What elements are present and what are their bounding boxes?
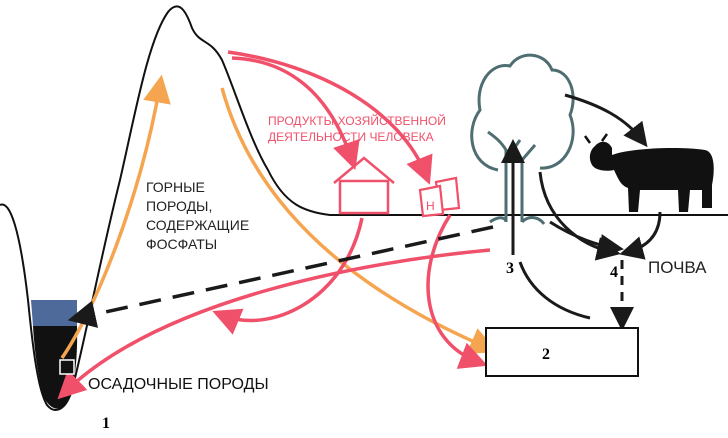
sediment-small-box [59,359,75,375]
tree-icon [470,53,575,225]
arrow-mountain-to-bag [227,50,433,185]
human-label-line2: ДЕЯТЕЛЬНОСТИ ЧЕЛОВЕКА [268,130,434,144]
mountain-outline [0,5,728,411]
bag-letter: Н [426,199,435,213]
arrow-sediment-to-mountain [60,74,171,359]
number-2: 2 [542,346,550,363]
human-activity-label: ПРОДУКТЫ ХОЗЯЙСТВЕННОЙ ДЕЯТЕЛЬНОСТИ ЧЕЛО… [268,113,446,144]
rocks-label-line2: ПОРОДЫ, [146,198,212,214]
box-2 [485,327,639,377]
cow-icon [583,133,714,212]
arrow-cow-to-soil [619,211,662,260]
arrow-bag-to-box2 [426,214,488,369]
arrow-soil-to-soil-right [549,220,624,258]
number-4: 4 [610,264,618,281]
arrow-mountain-to-box2 [220,87,498,354]
sea-water [31,300,77,326]
sediment-label: ОСАДОЧНЫЕ ПОРОДЫ [88,376,269,393]
arrow-tree-to-cow [564,93,648,148]
house-icon [333,156,395,215]
fertilizer-bags-icon [418,176,461,218]
arrow-soil-to-sediment [57,248,491,400]
rocks-label-line4: ФОСФАТЫ [146,236,217,252]
rocks-label: ГОРНЫЕ ПОРОДЫ, СОДЕРЖАЩИЕ ФОСФАТЫ [146,179,249,252]
number-3: 3 [506,260,514,277]
soil-label: ПОЧВА [648,258,707,277]
arrow-house-to-sea [212,217,364,335]
dashed-arrow-to-sea [67,225,494,328]
rocks-label-line1: ГОРНЫЕ [146,179,205,195]
number-1: 1 [102,415,110,432]
rocks-label-line3: СОДЕРЖАЩИЕ [146,217,249,233]
arrow-tree-to-soil [538,171,621,261]
human-label-line1: ПРОДУКТЫ ХОЗЯЙСТВЕННОЙ [268,113,446,128]
arrow-mountain-to-house [231,56,360,170]
arrow-soil-to-box2-curve [518,261,591,320]
